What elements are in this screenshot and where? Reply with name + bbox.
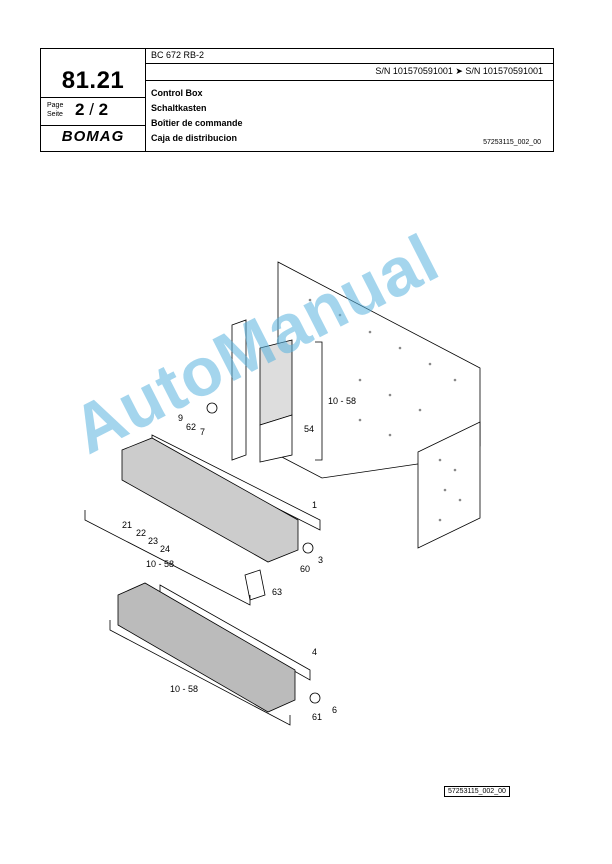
washer-62 [206,402,218,414]
divider [145,49,146,151]
bracket-10-58-top [315,341,323,461]
callout-60: 60 [300,564,310,574]
washer-61 [309,692,321,704]
page-label-de: Seite [47,111,63,118]
page-total: 2 [98,100,109,119]
callout-54: 54 [304,424,314,434]
bracket-10-58-mid [84,510,251,606]
footer-drawing-reference: 57253115_002_00 [444,786,510,797]
callout-63: 63 [272,587,282,597]
serial-range: S/N 101570591001 ➤ S/N 101570591001 [375,66,543,76]
callout-21: 21 [122,520,132,530]
callout-61: 61 [312,712,322,722]
section-number: 81.21 [61,67,125,94]
washer-60 [302,542,314,554]
callout-10-58-bot: 10 - 58 [170,684,198,694]
title-fr: Boîtier de commande [151,118,243,128]
exploded-parts-diagram: 1 3 4 6 7 9 10 - 58 10 - 58 10 - 58 21 2… [84,261,481,726]
callout-10-58-top: 10 - 58 [328,396,356,406]
callout-22: 22 [136,528,146,538]
panel-holes [308,298,462,522]
title-es: Caja de distribucion [151,133,238,143]
callout-4: 4 [312,647,317,657]
model-name: BC 672 RB-2 [151,50,205,60]
title-en: Control Box [151,88,203,98]
callout-1: 1 [312,500,317,510]
callout-62: 62 [186,422,196,432]
divider [41,125,145,126]
callout-6: 6 [332,705,337,715]
brand-logo: BOMAG [61,128,125,145]
divider [145,80,553,81]
callout-23: 23 [148,536,158,546]
terminal-block-base [259,414,293,463]
divider [41,97,145,98]
callout-3: 3 [318,555,323,565]
page-number: 2 / 2 [75,100,108,120]
page-label-en: Page [47,102,64,109]
terminal-row-lower [117,582,296,713]
callout-10-58-mid: 10 - 58 [146,559,174,569]
page-separator: / [89,100,94,119]
side-panel [417,421,481,549]
bracket-63 [244,569,266,601]
terminal-row-upper [121,437,299,563]
din-rail-vertical [231,319,247,461]
title-list: Control Box Schaltkasten Boîtier de comm… [151,86,243,146]
title-de: Schaltkasten [151,103,207,113]
divider [145,63,553,64]
page-label: Page Seite [47,101,63,119]
callout-7: 7 [200,427,205,437]
page-current: 2 [75,100,85,119]
drawing-reference: 57253115_002_00 [483,139,541,146]
callout-9: 9 [178,413,183,423]
terminal-block-54 [259,339,293,426]
title-block: 81.21 Page Seite 2 / 2 BOMAG BC 672 RB-2… [40,48,554,152]
callout-24: 24 [160,544,170,554]
bracket-10-58-bot [109,620,291,726]
